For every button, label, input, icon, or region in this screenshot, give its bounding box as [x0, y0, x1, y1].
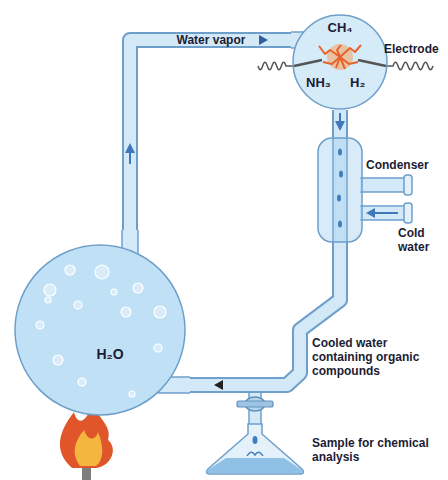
- sample-flask: [207, 424, 304, 474]
- formula-text: H₂O: [96, 346, 123, 362]
- part-label: Electrode: [384, 42, 446, 56]
- formula-text: NH₃: [306, 76, 331, 91]
- droplet: [337, 195, 341, 202]
- bubble: [133, 283, 143, 293]
- bubble: [129, 391, 135, 397]
- flame-core: [75, 430, 103, 466]
- bubble: [78, 378, 86, 386]
- arrowhead: [259, 35, 268, 45]
- splash: [247, 452, 263, 456]
- flow-arrow: [129, 152, 131, 164]
- electrode-wire: [386, 62, 433, 70]
- formula-text: CH₄: [328, 21, 353, 36]
- flask-outline: [15, 245, 185, 415]
- electrode-wire: [258, 62, 294, 70]
- boiling-flask-shape: [10, 230, 190, 420]
- droplet: [338, 149, 342, 156]
- port-nozzle: [404, 175, 412, 195]
- tube-wall: [158, 392, 190, 394]
- port-wall: [360, 191, 406, 193]
- callout-label: Sample for chemical analysis: [312, 436, 436, 464]
- valve-handle: [237, 401, 273, 407]
- conical-flask: [207, 424, 304, 474]
- bubble: [111, 289, 117, 295]
- flow-arrow: [366, 208, 375, 218]
- bubble: [154, 344, 162, 352]
- stopcock: [237, 393, 273, 425]
- callout-label: Cooled water containing organic compound…: [312, 336, 446, 378]
- flow-label: Water vapor: [174, 34, 249, 46]
- bubble: [44, 284, 56, 296]
- bubble: [65, 265, 75, 275]
- water-port: [360, 178, 406, 192]
- droplet: [253, 436, 258, 444]
- tube-connector: [130, 35, 292, 230]
- spark: [337, 45, 341, 57]
- sphere-outline: [293, 15, 387, 109]
- sample-liquid: [207, 458, 303, 473]
- spark: [340, 57, 345, 69]
- spark: [336, 57, 340, 68]
- bubble: [121, 307, 131, 317]
- port-wall: [360, 219, 406, 221]
- bubble: [36, 321, 44, 329]
- arrowhead: [214, 380, 223, 390]
- reaction-sphere: CH₄ NH₃ H₂: [292, 14, 388, 110]
- flow-arrows: [125, 113, 345, 164]
- condenser-jacket: [318, 138, 362, 242]
- flow-arrow: [125, 143, 135, 153]
- droplet: [338, 221, 342, 228]
- part-label: Condenser: [366, 158, 444, 172]
- boiling-flask: H₂O: [10, 230, 190, 420]
- flow-arrow: [339, 113, 341, 122]
- droplet: [339, 171, 343, 178]
- bubble: [95, 265, 109, 279]
- bubble: [74, 301, 82, 309]
- condenser: [318, 138, 412, 242]
- bubble: [45, 297, 51, 303]
- part-label: Cold water: [398, 226, 444, 254]
- bubble: [53, 355, 63, 365]
- water-port: [360, 206, 406, 220]
- spark: [319, 46, 340, 57]
- spark: [340, 45, 361, 57]
- flow-arrow: [374, 212, 398, 214]
- electrode-rod: [358, 60, 386, 66]
- port-nozzle: [404, 203, 412, 223]
- bubble: [154, 306, 166, 318]
- port-wall: [360, 177, 406, 179]
- port-wall: [360, 205, 406, 207]
- flow-arrow: [335, 121, 345, 131]
- formula-text: H₂: [350, 76, 365, 91]
- electrode-rod: [294, 60, 322, 66]
